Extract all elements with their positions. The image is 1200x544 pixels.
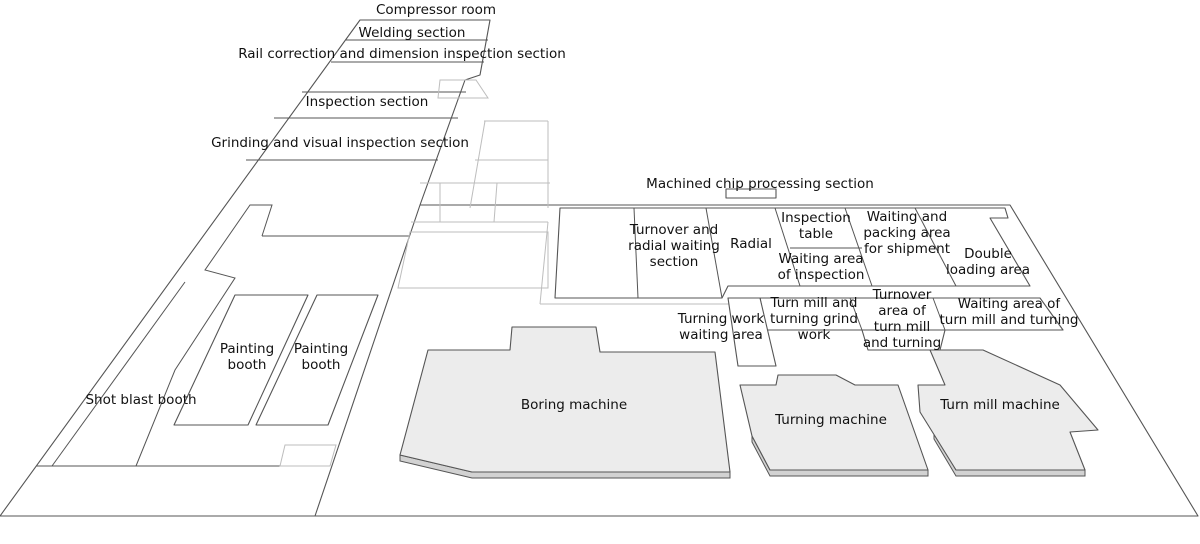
divider xyxy=(844,207,873,287)
label-waiting-packing: Waiting and packing area for shipment xyxy=(863,209,951,257)
label-turning-work-waiting: Turning work waiting area xyxy=(677,311,765,343)
divider xyxy=(705,207,723,299)
label-turn-mill-machine: Turn mill machine xyxy=(940,397,1060,413)
label-welding-section: Welding section xyxy=(358,25,466,41)
label-painting-booth-2: Painting booth xyxy=(293,341,349,373)
painting-booth-2 xyxy=(255,294,379,426)
chip-processing-box xyxy=(725,188,777,199)
painting-booth-1 xyxy=(173,294,309,426)
turning-machine xyxy=(739,374,929,471)
label-chip-processing: Machined chip processing section xyxy=(646,176,874,192)
divider xyxy=(774,207,801,287)
label-turnover-turn-mill: Turnover area of turn mill and turning xyxy=(862,287,942,351)
label-shot-blast: Shot blast booth xyxy=(85,392,197,408)
label-turn-mill-grind: Turn mill and turning grind work xyxy=(770,295,858,343)
label-inspection-table: Inspection table xyxy=(781,210,851,242)
inner-line xyxy=(51,281,186,467)
label-turnover-radial-waiting: Turnover and radial waiting section xyxy=(628,222,720,270)
label-compressor-room: Compressor room xyxy=(375,2,497,18)
small-cell xyxy=(279,444,337,467)
label-waiting-turn-mill: Waiting area of turn mill and turning xyxy=(939,296,1079,328)
boring-machine xyxy=(399,326,731,473)
divider xyxy=(914,207,957,287)
divider xyxy=(932,297,946,331)
label-grinding-visual: Grinding and visual inspection section xyxy=(211,135,469,151)
label-boring-machine: Boring machine xyxy=(520,397,628,413)
inner-line xyxy=(135,204,273,467)
label-rail-correction: Rail correction and dimension inspection… xyxy=(238,46,566,62)
left-building xyxy=(0,19,491,517)
upper-right-block xyxy=(554,207,1031,299)
label-inspection-section: Inspection section xyxy=(305,94,429,110)
turning-wait-box xyxy=(727,297,777,367)
divider xyxy=(849,297,863,331)
turn-mill-machine xyxy=(917,349,1099,471)
label-waiting-inspection: Waiting area of inspection xyxy=(777,251,865,283)
label-turning-machine: Turning machine xyxy=(775,412,887,428)
label-painting-booth-1: Painting booth xyxy=(219,341,275,373)
label-double-loading: Double loading area xyxy=(945,246,1031,278)
divider xyxy=(633,207,639,299)
label-radial: Radial xyxy=(730,236,772,252)
